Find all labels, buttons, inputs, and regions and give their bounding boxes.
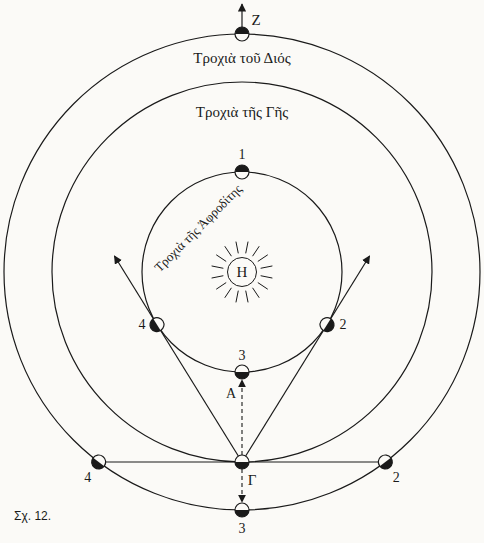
sun-ray: [225, 288, 232, 298]
orbit-name: Τροχιὰ τῆς Γῆς: [193, 104, 291, 121]
planet-disc: [317, 315, 336, 334]
planet-symbol: [235, 503, 249, 517]
planet-shadow: [235, 372, 249, 379]
sun-ray: [253, 246, 260, 256]
sight-line: [99, 461, 235, 462]
position-label: 2: [393, 471, 400, 485]
planet-symbol: [235, 27, 249, 41]
position-label: 2: [340, 318, 347, 332]
sun-ray: [236, 242, 238, 254]
direction-arrow: [241, 469, 242, 502]
orbit-name: Τροχιὰ τοῦ Διός: [190, 50, 293, 67]
sun-disc: Η: [227, 257, 257, 287]
planet-disc: [235, 365, 249, 379]
sun-letter: Η: [237, 265, 248, 280]
sun-ray: [258, 255, 268, 262]
planet-symbol: [89, 452, 109, 472]
sight-line: [249, 461, 385, 462]
sun-ray: [236, 291, 238, 303]
planet-symbol: [235, 455, 249, 469]
sight-line: [246, 256, 370, 456]
planet-symbol: [317, 315, 336, 334]
sun-ray: [246, 291, 248, 303]
planet-shadow: [235, 462, 249, 469]
orbit-circle: [4, 34, 480, 510]
sun-ray: [216, 283, 226, 290]
planet-shadow: [147, 319, 160, 335]
planet-disc: [147, 315, 166, 334]
planet-symbol: [376, 452, 396, 472]
planet-shadow: [323, 319, 336, 335]
position-label: Α: [226, 387, 236, 401]
sun-ray: [261, 266, 273, 268]
planet-shadow: [380, 458, 395, 472]
position-label: 4: [138, 318, 145, 332]
position-label: 3: [239, 522, 246, 536]
orbit-circle: [142, 172, 342, 372]
sun-ray: [216, 255, 226, 262]
position-label: Γ: [248, 473, 257, 488]
planet-shadow: [235, 165, 249, 172]
figure-caption: Σχ. 12.: [14, 510, 51, 522]
planet-symbol: [235, 365, 249, 379]
planet-disc: [235, 455, 249, 469]
position-label: 4: [84, 471, 91, 485]
sight-line: [241, 4, 242, 27]
planet-shadow: [235, 510, 249, 517]
sun-ray: [258, 283, 268, 290]
position-label: Ζ: [251, 13, 260, 28]
sun-ray: [212, 276, 224, 278]
position-label: 1: [239, 148, 246, 162]
planet-disc: [376, 452, 396, 472]
sun-ray: [225, 246, 232, 256]
direction-arrow: [241, 380, 242, 455]
sight-line: [114, 256, 238, 456]
orbit-circle: [52, 82, 432, 462]
sun-ray: [212, 266, 224, 268]
sun-ray: [261, 276, 273, 278]
planet-disc: [235, 27, 249, 41]
planet-symbol: [235, 165, 249, 179]
sun-ray: [253, 288, 260, 298]
planet-shadow: [89, 458, 104, 472]
planet-shadow: [235, 27, 249, 34]
planet-symbol: [147, 315, 166, 334]
position-label: 3: [239, 349, 246, 363]
planet-disc: [235, 503, 249, 517]
planet-disc: [89, 452, 109, 472]
planet-disc: [235, 165, 249, 179]
sun-ray: [246, 242, 248, 254]
